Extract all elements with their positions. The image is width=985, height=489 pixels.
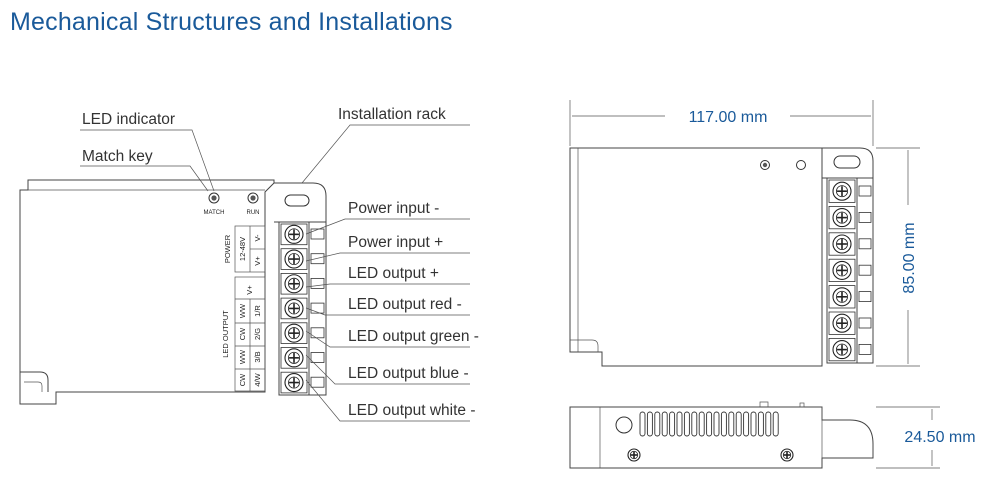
left-terminal-screws	[280, 223, 325, 394]
run-text: RUN	[247, 210, 260, 216]
right-terminal-screw	[832, 340, 852, 360]
right-terminal-screw	[832, 313, 852, 333]
side-vents	[639, 411, 779, 437]
left-labels: LED indicator Match key Installation rac…	[82, 106, 479, 419]
left-terminal-screw	[284, 224, 304, 244]
left-terminal-screw	[284, 298, 304, 319]
power-plus-label: Power input +	[348, 234, 443, 251]
led-indicator-label: LED indicator	[82, 111, 175, 128]
right-terminal-screw	[832, 260, 852, 280]
power-text: POWER	[223, 234, 232, 263]
left-terminal-screw	[284, 274, 304, 294]
depth-text: 24.50 mm	[904, 429, 975, 446]
width-text: 117.00 mm	[689, 109, 768, 126]
led-plus-label: LED output +	[348, 265, 439, 282]
height-text: 85.00 mm	[901, 222, 918, 293]
out-vplus-text: V+	[245, 285, 254, 295]
led-white-label: LED output white -	[348, 402, 476, 419]
left-terminal-screw	[284, 372, 304, 393]
right-terminal-screws	[828, 179, 872, 362]
left-terminal-screw	[284, 249, 304, 269]
c3-a: WW	[238, 349, 247, 364]
c4-b: 4/W	[253, 372, 262, 386]
side-screws	[627, 448, 794, 462]
voltage-text: 12-48V	[238, 237, 247, 261]
c4-a: CW	[238, 373, 247, 386]
right-terminal-screw	[832, 208, 852, 228]
front-view: MATCH RUN POWER 12-48V V+ V- V+ WW 1/R C…	[19, 179, 327, 405]
match-text: MATCH	[204, 210, 225, 216]
led-green-label: LED output green -	[348, 328, 479, 345]
vminus-text: V-	[253, 234, 262, 242]
right-terminal-screw	[832, 287, 852, 307]
c3-b: 3/B	[253, 351, 262, 362]
c2-b: 2/G	[253, 328, 262, 340]
depth-dimension: 24.50 mm	[876, 406, 976, 469]
c2-a: CW	[238, 327, 247, 340]
right-terminal-screw	[832, 234, 852, 254]
left-leaders	[80, 124, 470, 422]
left-terminal-screw	[284, 348, 304, 368]
width-dimension: 117.00 mm	[569, 100, 874, 146]
power-minus-label: Power input -	[348, 200, 439, 217]
side-view	[569, 401, 874, 469]
left-terminal-screw	[284, 323, 304, 343]
side-screw-right	[780, 448, 794, 462]
height-dimension: 85.00 mm	[876, 147, 920, 367]
led-output-text: LED OUTPUT	[221, 310, 230, 358]
top-view	[569, 147, 874, 367]
led-red-label: LED output red -	[348, 296, 462, 313]
vplus-text: V+	[253, 256, 262, 266]
right-terminal-screw	[832, 181, 852, 201]
side-screw-left	[627, 448, 641, 462]
installation-rack-label: Installation rack	[338, 106, 446, 123]
c1-b: 1/R	[253, 305, 262, 317]
match-key-label: Match key	[82, 148, 153, 165]
page-title: Mechanical Structures and Installations	[10, 8, 453, 36]
led-blue-label: LED output blue -	[348, 365, 469, 382]
c1-a: WW	[238, 303, 247, 318]
